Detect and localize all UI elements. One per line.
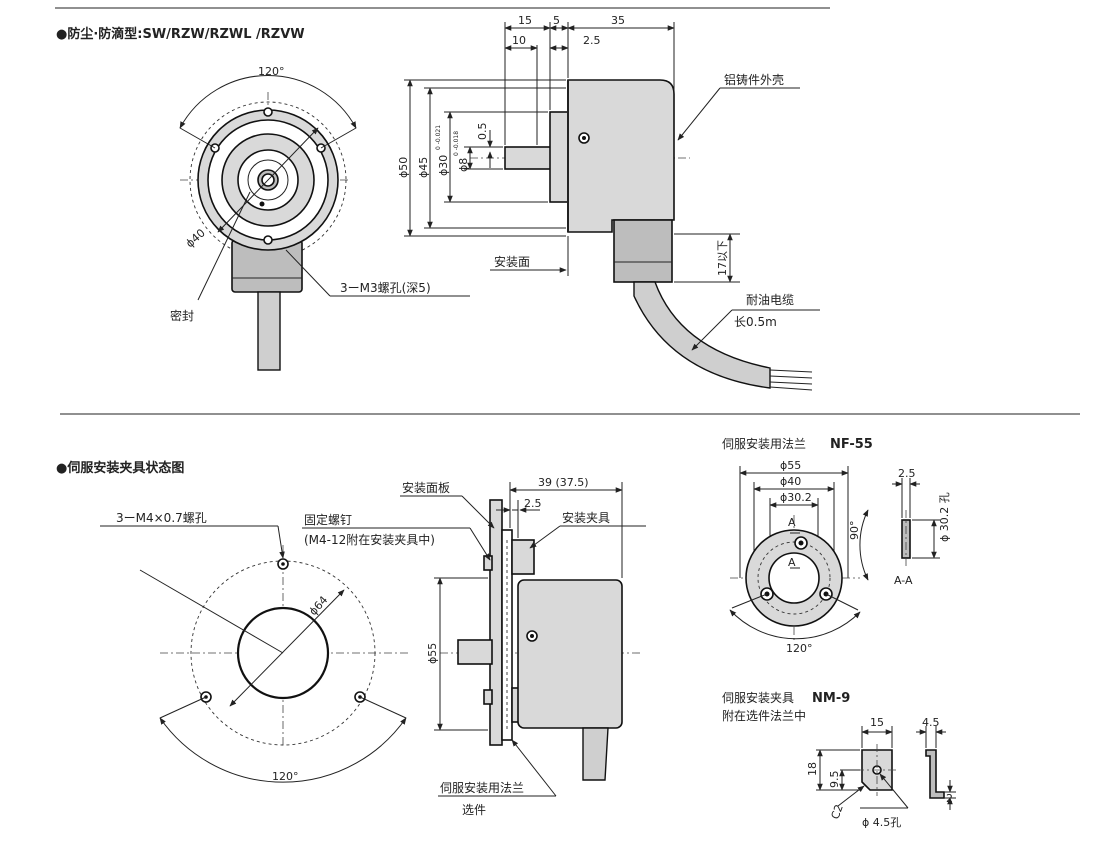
dia-55: ϕ55 xyxy=(426,643,439,664)
dim-0-5: 0.5 xyxy=(476,123,489,141)
front-dia-40: ϕ40 xyxy=(183,226,208,250)
dia-50: ϕ50 xyxy=(397,157,410,178)
encoder-front-view: ϕ40 120° 密封 3ーM3螺孔(深5) xyxy=(170,65,470,371)
nf55-marker-a-mid: A xyxy=(788,556,796,569)
side-cable-gland xyxy=(613,219,673,283)
dim-2-5: 2.5 xyxy=(583,34,601,47)
servo-side-view: 39 (37.5) 2.5 ϕ55 安装面板 固定螺钉 (M4-12附在安装夹具… xyxy=(302,476,646,817)
nm9-dim-9-5: 9.5 xyxy=(828,771,841,789)
dim-15: 15 xyxy=(518,14,532,27)
nf55-dia40: ϕ40 xyxy=(780,475,801,488)
servo-encoder-body xyxy=(517,579,623,729)
oil-resistant-cable xyxy=(633,281,771,389)
nf55-dia55: ϕ55 xyxy=(780,459,801,472)
nf55-marker-a-top: A xyxy=(788,516,796,529)
panel-label: 安装面板 xyxy=(402,480,450,495)
flange-label: 伺服安装用法兰 xyxy=(440,780,524,795)
dim-10: 10 xyxy=(512,34,526,47)
nf55-section-label: A-A xyxy=(894,574,913,587)
dia-30: ϕ30 xyxy=(437,155,450,176)
mount-face-label: 安装面 xyxy=(494,254,530,269)
m4-holes-label: 3ーM4×0.7螺孔 xyxy=(116,511,207,525)
dia-8: ϕ8 xyxy=(457,158,470,172)
flange-nf55: 伺服安装用法兰 NF-55 ϕ55 ϕ40 ϕ30.2 A A 90° xyxy=(722,436,951,655)
encoder-side-view: 15 5 35 10 2.5 ϕ50 ϕ45 ϕ30 0 -0.021 ϕ8 xyxy=(397,14,820,391)
encoder-body xyxy=(567,79,675,233)
seal-label: 密封 xyxy=(170,308,194,323)
nm9-model: NM-9 xyxy=(812,691,850,706)
clamp-top xyxy=(511,539,535,575)
nm9-hole: ϕ 4.5孔 xyxy=(862,816,901,829)
dim-39: 39 (37.5) xyxy=(538,476,589,489)
clamp-nm9: 伺服安装夹具 NM-9 附在选件法兰中 15 18 9.5 C2 ϕ 4.5孔 … xyxy=(722,690,956,829)
section1-title: ●防尘·防滴型:SW/RZW/RZWL /RZVW xyxy=(56,26,305,42)
nm9-chamfer: C2 xyxy=(829,803,846,821)
dia-30-tolerance: 0 -0.021 xyxy=(435,125,442,150)
nf55-angle-90: 90° xyxy=(848,521,861,541)
nm9-side xyxy=(925,749,945,799)
nm9-subtitle: 附在选件法兰中 xyxy=(722,708,806,723)
servo-front-view: ϕ64 120° 3ーM4×0.7螺孔 xyxy=(100,511,410,783)
nf55-hole-dim: ϕ 30.2 孔 xyxy=(938,492,951,542)
nf55-model: NF-55 xyxy=(830,437,873,452)
nf55-title: 伺服安装用法兰 xyxy=(722,436,806,451)
dia-8-tolerance: 0 -0.018 xyxy=(453,131,460,156)
section2: ●伺服安装夹具状态图 ϕ64 120° 3ーM4×0.7螺孔 xyxy=(56,460,646,817)
cable-front xyxy=(257,291,281,371)
nm9-dim-4-5: 4.5 xyxy=(922,716,940,729)
m3-hole-top xyxy=(263,107,273,117)
dia-45: ϕ45 xyxy=(417,157,430,178)
dia-64: ϕ64 xyxy=(307,594,331,619)
dim-35: 35 xyxy=(611,14,625,27)
nf55-angle-120: 120° xyxy=(786,642,813,655)
housing-label: 铝铸件外壳 xyxy=(724,72,784,87)
nm9-dim-2: 2 xyxy=(946,792,953,805)
front-angle-label: 120° xyxy=(258,65,285,78)
dim-17-max: 17以下 xyxy=(716,240,729,276)
nm9-dim-18: 18 xyxy=(806,762,819,776)
servo-angle-label: 120° xyxy=(272,770,299,783)
cable-length-label: 长0.5m xyxy=(734,315,777,329)
cable-label: 耐油电缆 xyxy=(746,293,794,307)
screw-label: 固定螺钉 xyxy=(304,512,352,527)
mount-panel xyxy=(489,499,503,746)
nf55-dia30-2: ϕ30.2 xyxy=(780,491,812,504)
dim-2-5: 2.5 xyxy=(524,497,542,510)
section1: ●防尘·防滴型:SW/RZW/RZWL /RZVW xyxy=(56,14,820,391)
nm9-dim-15: 15 xyxy=(870,716,884,729)
nf55-dim-2-5: 2.5 xyxy=(898,467,916,480)
section2-title: ●伺服安装夹具状态图 xyxy=(56,460,184,476)
screw-note: (M4-12附在安装夹具中) xyxy=(304,532,435,547)
nm9-title: 伺服安装夹具 xyxy=(722,690,794,705)
clamp-label: 安装夹具 xyxy=(562,510,610,525)
dim-5: 5 xyxy=(553,14,560,27)
m3-holes-label: 3ーM3螺孔(深5) xyxy=(340,281,431,295)
shaft xyxy=(504,146,554,170)
option-label: 选件 xyxy=(462,803,486,817)
